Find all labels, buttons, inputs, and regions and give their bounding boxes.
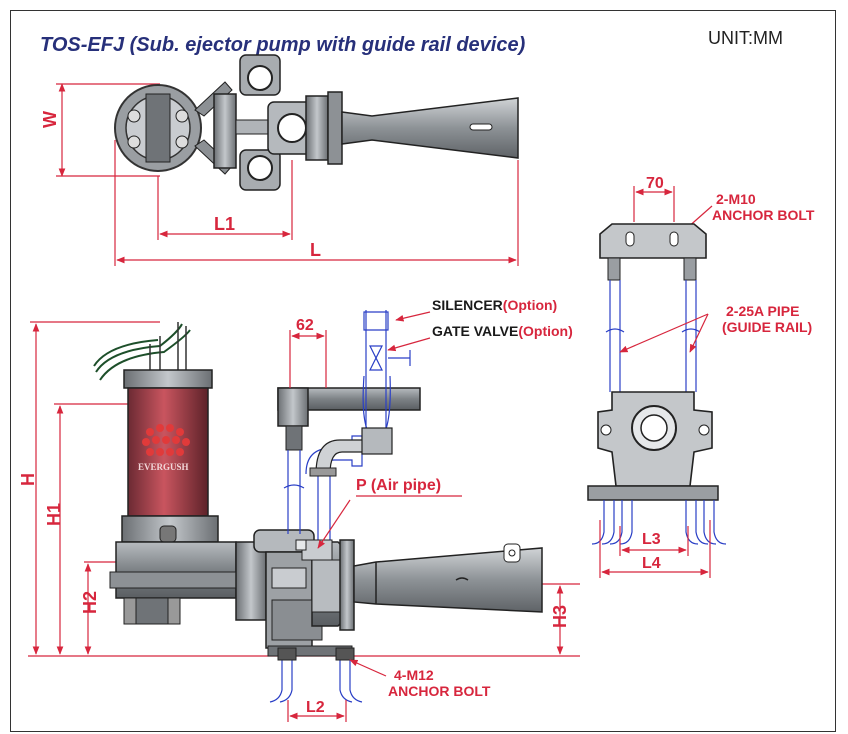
anchor-bolt-m10-desc: ANCHOR BOLT xyxy=(712,207,815,223)
dim-h2-label: H2 xyxy=(80,591,100,614)
anchor-bolt-m12-desc: ANCHOR BOLT xyxy=(388,683,491,699)
dimension-w xyxy=(56,83,160,177)
end-view: 70 2-M10 ANCHOR BOLT 2-25A PIPE (G xyxy=(587,175,815,578)
evergush-logo xyxy=(142,424,190,456)
air-pipe-assembly xyxy=(277,310,421,561)
silencer-text: SILENCER xyxy=(432,297,503,313)
gate-valve-label: GATE VALVE(Option) xyxy=(432,323,573,339)
air-pipe-label: P (Air pipe) xyxy=(356,477,441,494)
gate-valve-option: (Option) xyxy=(518,323,572,339)
dimension-l xyxy=(114,140,519,266)
ejector-nozzle-top xyxy=(341,97,519,159)
silencer-option: (Option) xyxy=(503,297,557,313)
gate-valve-text: GATE VALVE xyxy=(432,323,518,339)
dimension-l1 xyxy=(157,160,293,240)
guide-rail-pipes xyxy=(605,280,701,392)
dim-l1-label: L1 xyxy=(214,214,235,234)
dim-l-label: L xyxy=(310,240,321,260)
drawing-title: TOS-EFJ (Sub. ejector pump with guide ra… xyxy=(40,34,526,56)
dim-l2-label: L2 xyxy=(306,699,325,716)
brand-label: EVERGUSH xyxy=(138,462,189,472)
anchor-bolt-m10: 2-M10 xyxy=(716,191,756,207)
dim-l4-label: L4 xyxy=(642,555,661,572)
dim-l3-label: L3 xyxy=(642,531,661,548)
dim-w-label: W xyxy=(40,111,60,128)
top-view: W L1 xyxy=(40,54,519,266)
guide-rail-bracket xyxy=(599,223,707,259)
dim-h1-label: H1 xyxy=(44,503,64,526)
side-view: H H1 H2 H3 EVERGUSH xyxy=(18,297,580,722)
unit-label: UNIT:MM xyxy=(708,28,783,48)
dim-62-label: 62 xyxy=(296,317,314,334)
silencer-label: SILENCER(Option) xyxy=(432,297,557,313)
drawing-frame xyxy=(10,10,836,732)
anchor-bolt-m12: 4-M12 xyxy=(394,667,434,683)
guide-rail-pipe-label: 2-25A PIPE xyxy=(726,303,799,319)
dim-h3-label: H3 xyxy=(550,605,570,628)
dim-70-label: 70 xyxy=(646,175,664,192)
dim-h-label: H xyxy=(18,473,38,486)
guide-rail-label: (GUIDE RAIL) xyxy=(722,319,812,335)
